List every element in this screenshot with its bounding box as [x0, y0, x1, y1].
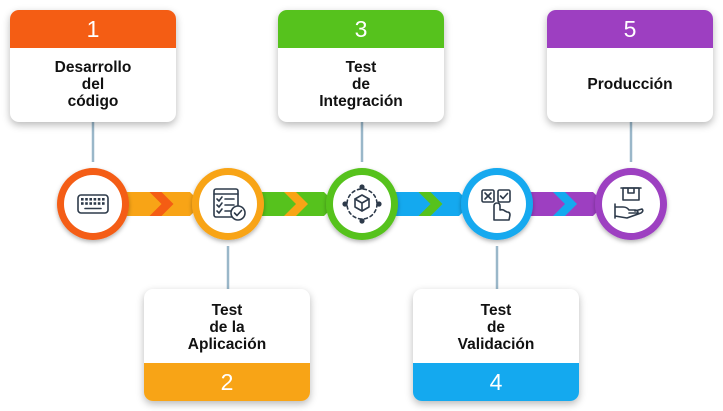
step-number-band-3: 3	[278, 10, 444, 48]
step-label-5: Producción	[553, 50, 707, 118]
step-number-2: 2	[220, 368, 234, 395]
step-label-4-line-3: Validación	[457, 335, 535, 353]
step-label-2-line-3: Aplicación	[187, 335, 267, 353]
step-label-2-line-1: Test	[211, 301, 243, 319]
keyboard-icon	[77, 194, 109, 214]
step-node-face-2	[199, 175, 257, 233]
step-label-4-line-2: de	[486, 318, 506, 336]
connector-lines	[91, 122, 633, 289]
step-node-1	[57, 168, 129, 240]
step-label-1: Desarrollo del código	[16, 50, 170, 118]
cubes-network-icon	[342, 184, 382, 224]
step-card-5: 5 Producción	[547, 10, 713, 122]
step-node-face-5	[602, 175, 660, 233]
step-number-4: 4	[489, 368, 503, 395]
step-label-5-line-1: Producción	[587, 75, 673, 93]
arrow-chevron-1	[149, 192, 174, 216]
step-node-face-1	[64, 175, 122, 233]
step-card-1: 1 Desarrollo del código	[10, 10, 176, 122]
step-label-3-line-2: de	[351, 75, 371, 93]
step-label-1-line-3: código	[67, 92, 119, 110]
arrow-chevron-2	[284, 192, 308, 216]
checklist-icon	[213, 188, 246, 221]
step-number-band-5: 5	[547, 10, 713, 48]
step-card-2: 2 Test de la Aplicación	[144, 289, 310, 401]
hand-click-icon	[481, 189, 511, 221]
timeline-nodes	[57, 168, 667, 240]
step-node-3	[326, 168, 398, 240]
step-node-2	[192, 168, 264, 240]
box-hand-icon	[614, 187, 644, 219]
step-number-1: 1	[86, 15, 100, 42]
step-card-3: 3 Test de Integración	[278, 10, 444, 122]
step-label-4-line-1: Test	[480, 301, 512, 319]
step-number-5: 5	[623, 15, 637, 42]
step-label-3-line-3: Integración	[319, 92, 403, 110]
step-card-4: 4 Test de Validación	[413, 289, 579, 401]
step-label-1-line-1: Desarrollo	[54, 58, 132, 76]
step-number-band-1: 1	[10, 10, 176, 48]
step-label-3-line-1: Test	[345, 58, 377, 76]
step-label-4: Test de Validación	[419, 293, 573, 361]
step-label-1-line-2: del	[81, 75, 105, 93]
step-node-4	[461, 168, 533, 240]
step-number-band-2: 2	[144, 363, 310, 401]
arrow-chevron-3	[418, 192, 443, 216]
step-number-3: 3	[354, 15, 368, 42]
step-node-5	[595, 168, 667, 240]
arrow-chevron-4	[553, 192, 577, 216]
step-number-band-4: 4	[413, 363, 579, 401]
step-label-2: Test de la Aplicación	[150, 293, 304, 361]
step-label-2-line-2: de la	[209, 318, 245, 336]
step-label-3: Test de Integración	[284, 50, 438, 118]
